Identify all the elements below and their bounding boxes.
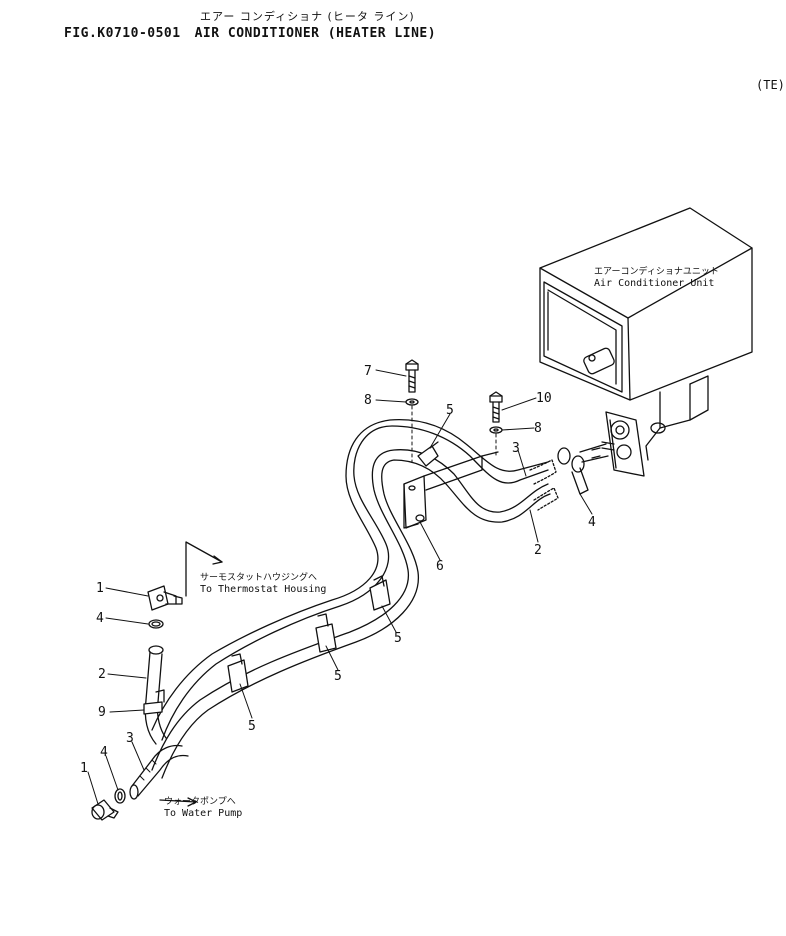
callout-5-top: 5	[446, 403, 454, 418]
callout-6: 6	[436, 559, 444, 574]
thermostat-note-en: To Thermostat Housing	[200, 584, 326, 595]
callout-3-upper: 3	[512, 441, 520, 456]
hose-clamp-4-left	[148, 619, 164, 629]
unit-hose-connector	[579, 411, 645, 477]
water-pump-direction-arrow	[159, 797, 197, 807]
hose-clamp-5d	[227, 653, 249, 693]
washer-8-right	[489, 426, 503, 434]
bracket-6	[403, 451, 499, 529]
callout-7: 7	[364, 364, 372, 379]
hose-clamp-5a	[417, 441, 439, 467]
bolt-10	[489, 391, 503, 423]
japanese-title: エアー コンディショナ (ヒータ ライン)	[200, 10, 415, 23]
callout-9: 9	[98, 705, 106, 720]
callout-5-mid: 5	[334, 669, 342, 684]
callout-4-left: 4	[96, 611, 104, 626]
thermostat-note-jp: サーモスタットハウジングへ	[200, 571, 317, 583]
water-pump-note-jp: ウォータポンプへ	[164, 796, 236, 807]
hose-clamp-9	[143, 689, 165, 715]
callout-5-left: 5	[248, 719, 256, 734]
callout-numbers: 1 4 2 9 3 4 1 5 5 5 5 6 7 8 10 8 3 2 4	[80, 364, 596, 776]
fitting-1-lower	[91, 799, 119, 821]
water-pump-note-en: To Water Pump	[164, 808, 242, 819]
callout-8-right: 8	[534, 421, 542, 436]
leader-lines	[87, 369, 593, 805]
callout-10: 10	[536, 391, 552, 406]
callout-8-left: 8	[364, 393, 372, 408]
callout-2-lower: 2	[98, 667, 106, 682]
hose-clamp-5b	[369, 575, 391, 611]
elbow-fitting-1-upper	[147, 585, 183, 611]
callout-4-upper: 4	[588, 515, 596, 530]
callout-2-upper: 2	[534, 543, 542, 558]
unit-label-en: Air Conditioner Unit	[594, 278, 714, 289]
unit-label-jp: エアーコンディショナユニット	[594, 265, 719, 277]
heater-hose-inner	[151, 449, 551, 779]
diagram-notes: エアーコンディショナユニット Air Conditioner Unit サーモス…	[164, 265, 719, 819]
corner-code: (TE)	[756, 78, 785, 92]
heater-hose-outer	[151, 418, 549, 741]
hose-clamp-4-lower	[114, 788, 126, 804]
hose-clamp-5c	[315, 613, 337, 653]
hose-3-lower	[129, 744, 189, 800]
hose-clamps-upper	[557, 447, 589, 495]
callout-1-upper: 1	[96, 581, 104, 596]
bolt-7	[405, 359, 419, 393]
air-conditioner-unit	[539, 207, 753, 461]
callout-4-lower: 4	[100, 745, 108, 760]
figure-title: AIR CONDITIONER (HEATER LINE)	[194, 26, 437, 41]
hose-2-lower	[144, 645, 167, 745]
figure-number: FIG.K0710-0501	[64, 26, 181, 41]
callout-3-lower: 3	[126, 731, 134, 746]
callout-5-right: 5	[394, 631, 402, 646]
figure-heading: FIG.K0710-0501 AIR CONDITIONER (HEATER LI…	[64, 26, 450, 41]
washer-8-left	[405, 398, 419, 406]
callout-1-lower: 1	[80, 761, 88, 776]
thermostat-direction-arrow	[185, 541, 223, 597]
